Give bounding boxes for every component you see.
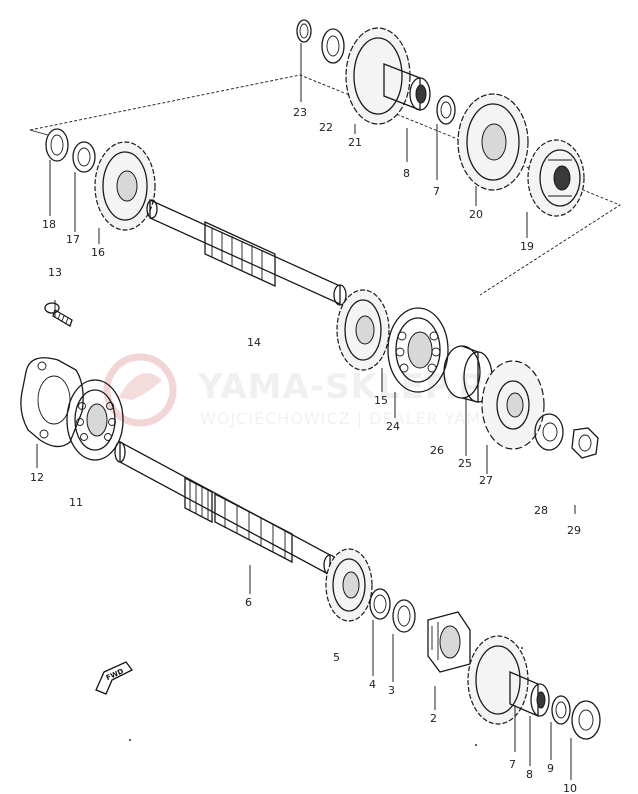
part-13-bolt xyxy=(44,302,73,327)
callout-12: 12 xyxy=(30,471,44,484)
watermark-title: YAMA-SKLEP.PL xyxy=(197,367,507,407)
callout-8-lower: 8 xyxy=(526,768,533,781)
part-5-gear xyxy=(325,548,373,622)
part-10-collar xyxy=(571,700,601,740)
fwd-label: FWD xyxy=(105,667,125,682)
part-9-washer xyxy=(551,695,571,725)
part-28-lock-washer xyxy=(534,413,564,451)
part-21-gear xyxy=(345,27,431,125)
part-12-bearing-plate xyxy=(20,357,84,448)
callout-28: 28 xyxy=(534,504,548,517)
callout-11: 11 xyxy=(69,496,83,509)
part-16-gear xyxy=(94,141,156,231)
part-18-circlip xyxy=(45,128,69,162)
part-11-bearing xyxy=(66,379,124,461)
callout-25: 25 xyxy=(458,457,472,470)
callout-23: 23 xyxy=(293,106,307,119)
callout-7-lower: 7 xyxy=(509,758,516,771)
part-20-gear xyxy=(457,93,529,191)
callout-20: 20 xyxy=(469,208,483,221)
scan-specks xyxy=(129,647,523,746)
part-22-washer xyxy=(321,28,345,64)
callout-24: 24 xyxy=(386,420,400,433)
callout-18: 18 xyxy=(42,218,56,231)
callout-8-upper: 8 xyxy=(403,167,410,180)
part-4-washer xyxy=(369,588,391,620)
callout-19: 19 xyxy=(520,240,534,253)
callout-17: 17 xyxy=(66,233,80,246)
part-24-bearing xyxy=(387,307,449,393)
part-8-bushing-lower xyxy=(530,683,550,717)
callout-9: 9 xyxy=(547,762,554,775)
part-19-gear xyxy=(527,139,585,217)
fwd-arrow-icon: FWD xyxy=(95,661,133,695)
callout-14: 14 xyxy=(247,336,261,349)
watermark-subtitle: WOJCIECHOWICZ | DEALER YAMAHA xyxy=(200,409,518,428)
part-29-nut xyxy=(571,427,599,459)
part-3-circlip xyxy=(392,599,416,633)
part-15-gear xyxy=(336,289,390,371)
callout-5: 5 xyxy=(333,651,340,664)
callout-4: 4 xyxy=(369,678,376,691)
callout-2: 2 xyxy=(430,712,437,725)
grouping-outline xyxy=(29,74,621,296)
part-17-washer xyxy=(72,141,96,173)
callout-3: 3 xyxy=(388,684,395,697)
callout-10: 10 xyxy=(563,782,577,794)
callout-21: 21 xyxy=(348,136,362,149)
part-7-gear-lower xyxy=(467,635,539,725)
part-6-main-axle xyxy=(114,440,337,577)
part-2-gear xyxy=(427,611,471,673)
leader-lines xyxy=(36,43,576,780)
callout-7-upper: 7 xyxy=(433,185,440,198)
callout-labels: 23 22 21 8 7 20 19 18 17 16 13 14 15 24 … xyxy=(30,106,581,794)
part-14-countershaft xyxy=(146,198,347,306)
callout-27: 27 xyxy=(479,474,493,487)
callout-29: 29 xyxy=(567,524,581,537)
part-7-washer-upper xyxy=(436,95,456,125)
callout-13: 13 xyxy=(48,266,62,279)
watermark: YAMA-SKLEP.PL WOJCIECHOWICZ | DEALER YAM… xyxy=(103,353,518,428)
callout-15: 15 xyxy=(374,394,388,407)
part-27-sprocket xyxy=(481,360,545,450)
callout-6: 6 xyxy=(245,596,252,609)
watermark-logo-swoosh xyxy=(118,373,162,400)
callout-16: 16 xyxy=(91,246,105,259)
callout-22: 22 xyxy=(319,121,333,134)
watermark-logo xyxy=(103,353,177,427)
callout-26: 26 xyxy=(430,444,444,457)
part-23-circlip xyxy=(296,19,312,43)
